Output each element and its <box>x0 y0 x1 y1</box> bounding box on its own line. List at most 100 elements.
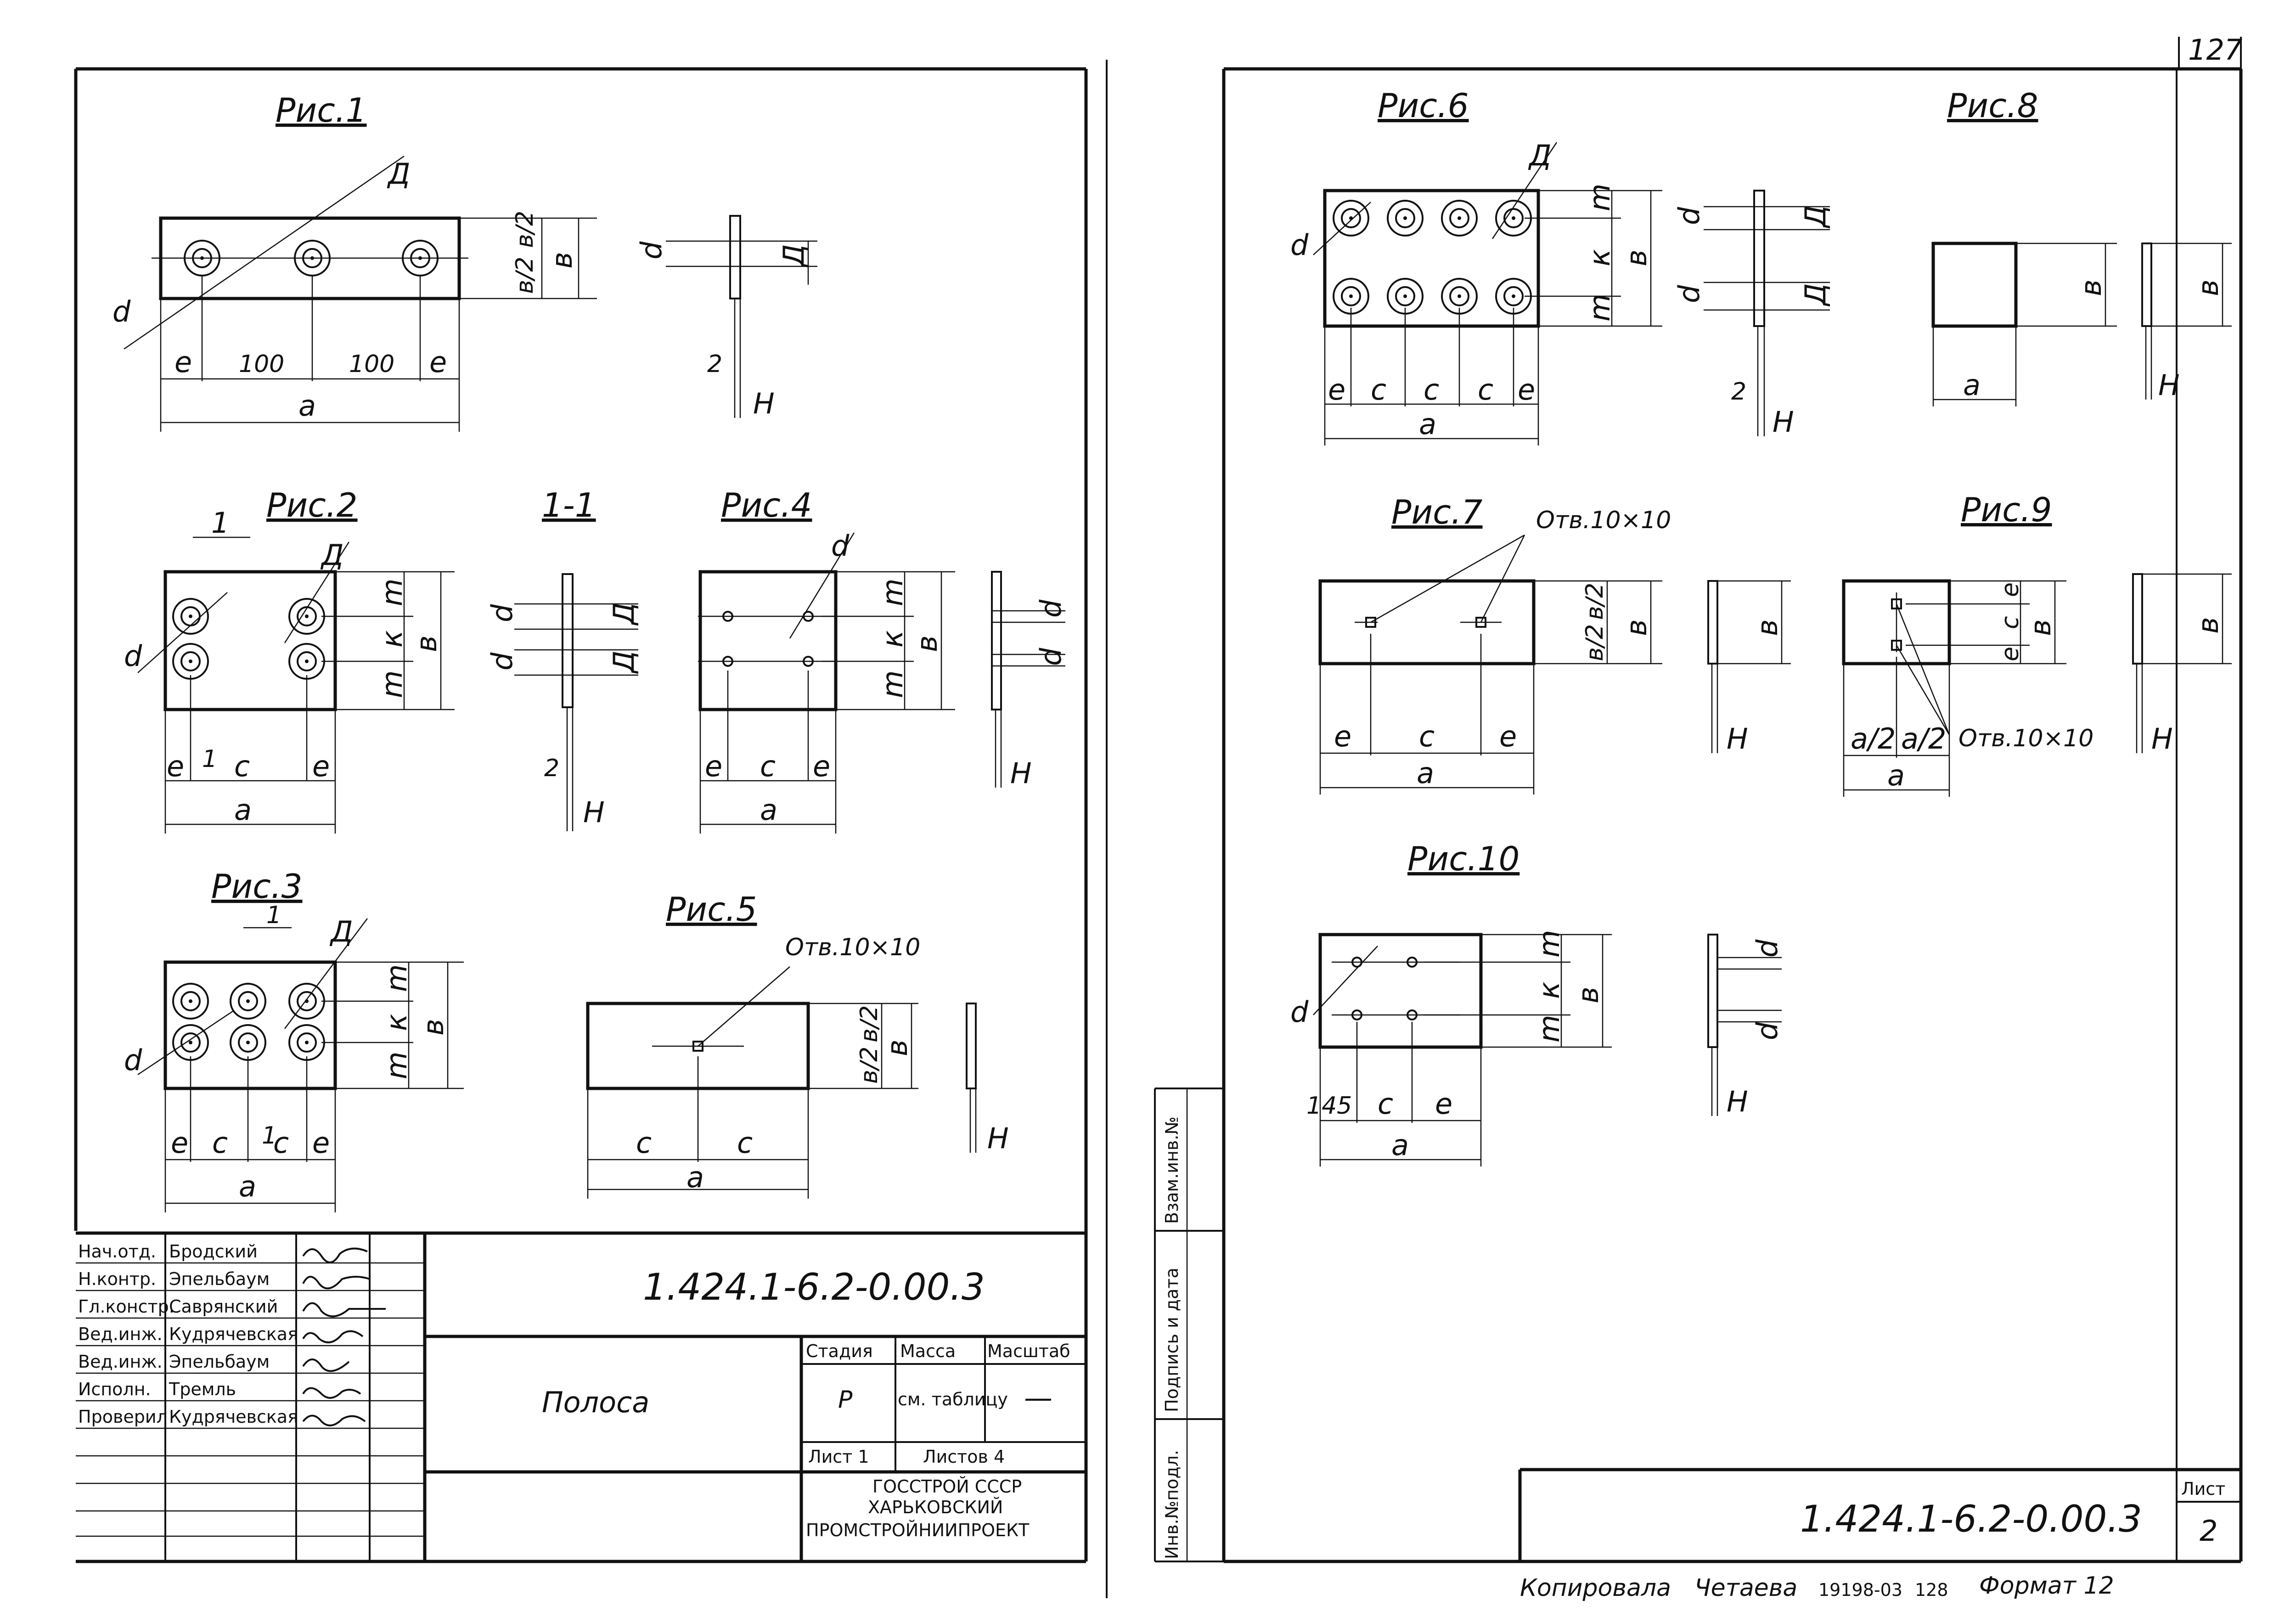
side-sign: Подпись и дата <box>1162 1268 1182 1412</box>
tb-role-6: Исполн. <box>78 1379 151 1399</box>
fig5-b2b: в/2 <box>855 1005 883 1043</box>
footer-num: 128 <box>1915 1580 1948 1600</box>
fig3-c1: c <box>212 1126 228 1160</box>
fig5-hole: Отв.10×10 <box>785 934 920 961</box>
tb-role-7: Проверил <box>78 1407 168 1427</box>
right-sheet-h: Лист <box>2181 1479 2225 1499</box>
figure-6: Рис.6 d Д e c c c e a m к m в d d Д Д 2 … <box>1290 86 1832 445</box>
fig3-title: Рис.3 <box>211 867 303 906</box>
tb-name-4: Кудрячевская <box>169 1324 298 1344</box>
fig6-side-H: H <box>1773 405 1794 439</box>
fig1-b2b: в/2 <box>511 211 539 248</box>
fig2-sec-bot: 1 <box>202 745 217 773</box>
fig1-e1: e <box>174 345 192 379</box>
fig1-d: d <box>113 295 131 328</box>
fig5-c2: c <box>737 1126 753 1160</box>
fig5-title: Рис.5 <box>666 890 757 929</box>
sec-d2: d <box>485 652 519 671</box>
fig5-b2a: в/2 <box>855 1047 883 1084</box>
fig4-side-H: H <box>1010 756 1032 790</box>
figure-2: Рис.2 1 d Д e 1 c e a m к m в <box>124 486 455 834</box>
fig4-m2: m <box>876 671 909 698</box>
figure-8: Рис.8 a в в H <box>1931 86 2232 406</box>
tb-org1: ГОССТРОЙ СССР <box>872 1476 1022 1497</box>
figure-7: Рис.7 Отв.10×10 e c e a в/2 в/2 в в H <box>1318 493 1791 795</box>
figure-5: Рис.5 Отв.10×10 c c a в/2 в/2 в H <box>586 890 1009 1199</box>
tb-part-name: Полоса <box>542 1386 649 1419</box>
fig6-side-2: 2 <box>1731 378 1746 406</box>
fig9-a2b: a/2 <box>1901 722 1946 755</box>
fig10-c: c <box>1378 1087 1393 1121</box>
tb-doc-code: 1.424.1-6.2-0.00.3 <box>643 1266 985 1308</box>
fig1-title: Рис.1 <box>276 91 367 130</box>
fig6-side-D2: Д <box>1799 283 1832 307</box>
footer: Копировала Четаева 19198-03 128 Формат 1… <box>1520 1572 2114 1602</box>
figure-3: Рис.3 1 d Д e c 1 c e a m к m в <box>124 867 464 1212</box>
fig3-D: Д <box>329 915 353 948</box>
tb-org2: ХАРЬКОВСКИЙ <box>868 1497 1003 1517</box>
fig4-e2: e <box>813 750 830 783</box>
tb-role-5: Вед.инж. <box>78 1352 163 1372</box>
fig9-a: a <box>1887 759 1905 792</box>
right-sheet-frame: 127 Инв.№подл. Подпись и дата Взам.инв.№… <box>1154 33 2243 1563</box>
fig7-b2a: в/2 <box>1581 624 1609 661</box>
fig2-title: Рис.2 <box>266 486 358 524</box>
fig7-side-H: H <box>1727 722 1748 755</box>
title-block-left: Нач.отд. Н.контр. Гл.констр. Вед.инж. Ве… <box>76 1231 1086 1561</box>
sec-D2: Д <box>607 651 641 674</box>
fig9-a2a: a/2 <box>1851 722 1896 755</box>
fig2-d: d <box>124 639 142 673</box>
fig2-e1: e <box>167 750 184 783</box>
fig2-a: a <box>234 793 252 827</box>
tb-scale-h: Масштаб <box>987 1341 1070 1361</box>
fig5-b: в <box>880 1039 914 1056</box>
fig6-title: Рис.6 <box>1378 86 1469 125</box>
page-number: 127 <box>2188 33 2242 67</box>
fig6-a: a <box>1419 407 1436 441</box>
fig2-e2: e <box>312 750 330 783</box>
section-1-1: 1-1 d d Д Д 2 H <box>485 486 641 831</box>
fig4-side-d1: d <box>1034 599 1068 618</box>
figure-10: Рис.10 d 145 c e a m к m в d d H <box>1290 840 1784 1167</box>
fig4-title: Рис.4 <box>721 486 812 524</box>
fig10-d: d <box>1290 995 1309 1029</box>
fig8-side-b: в <box>2191 279 2225 296</box>
fig7-hole: Отв.10×10 <box>1536 507 1671 534</box>
fig8-title: Рис.8 <box>1947 86 2038 125</box>
fig4-d: d <box>831 529 850 563</box>
fig6-side-D1: Д <box>1799 205 1832 229</box>
tb-role-2: Н.контр. <box>78 1269 156 1289</box>
fig10-145: 145 <box>1306 1092 1352 1120</box>
fig2-m1: m <box>375 579 409 606</box>
fig10-side-H: H <box>1727 1085 1748 1118</box>
fig3-e1: e <box>171 1126 188 1160</box>
fig9-b: в <box>2024 619 2057 636</box>
fig6-c3: c <box>1478 373 1493 406</box>
fig1-side-d: d <box>635 241 668 259</box>
fig10-k: к <box>1532 981 1566 999</box>
fig1-side-H: H <box>753 387 775 420</box>
fig4-k: к <box>876 630 909 648</box>
fig6-m1: m <box>1583 184 1616 211</box>
sec-H: H <box>583 795 605 829</box>
tb-mass-h: Масса <box>900 1341 956 1361</box>
fig3-a: a <box>239 1170 256 1203</box>
fig3-e2: e <box>312 1126 330 1160</box>
fig3-k: к <box>380 1014 413 1031</box>
fig2-k: к <box>375 630 409 648</box>
fig6-k: к <box>1583 249 1616 266</box>
fig8-side-H: H <box>2158 368 2180 402</box>
section-title: 1-1 <box>542 486 596 524</box>
fig7-e1: e <box>1334 720 1351 753</box>
fig9-side-H: H <box>2151 722 2173 755</box>
tb-name-5: Эпельбаум <box>169 1352 270 1372</box>
fig10-side-d2: d <box>1750 1022 1784 1040</box>
fig9-c: c <box>1997 616 2024 629</box>
sec-d1: d <box>485 604 519 622</box>
fig10-b: в <box>1571 986 1605 1003</box>
figure-1: Рис.1 d Д e 100 100 e a в/2 в/2 в d Д 2 … <box>113 91 817 432</box>
fig9-side-b: в <box>2191 617 2225 634</box>
signatures <box>302 1247 386 1426</box>
tb-role-4: Вед.инж. <box>78 1324 163 1344</box>
